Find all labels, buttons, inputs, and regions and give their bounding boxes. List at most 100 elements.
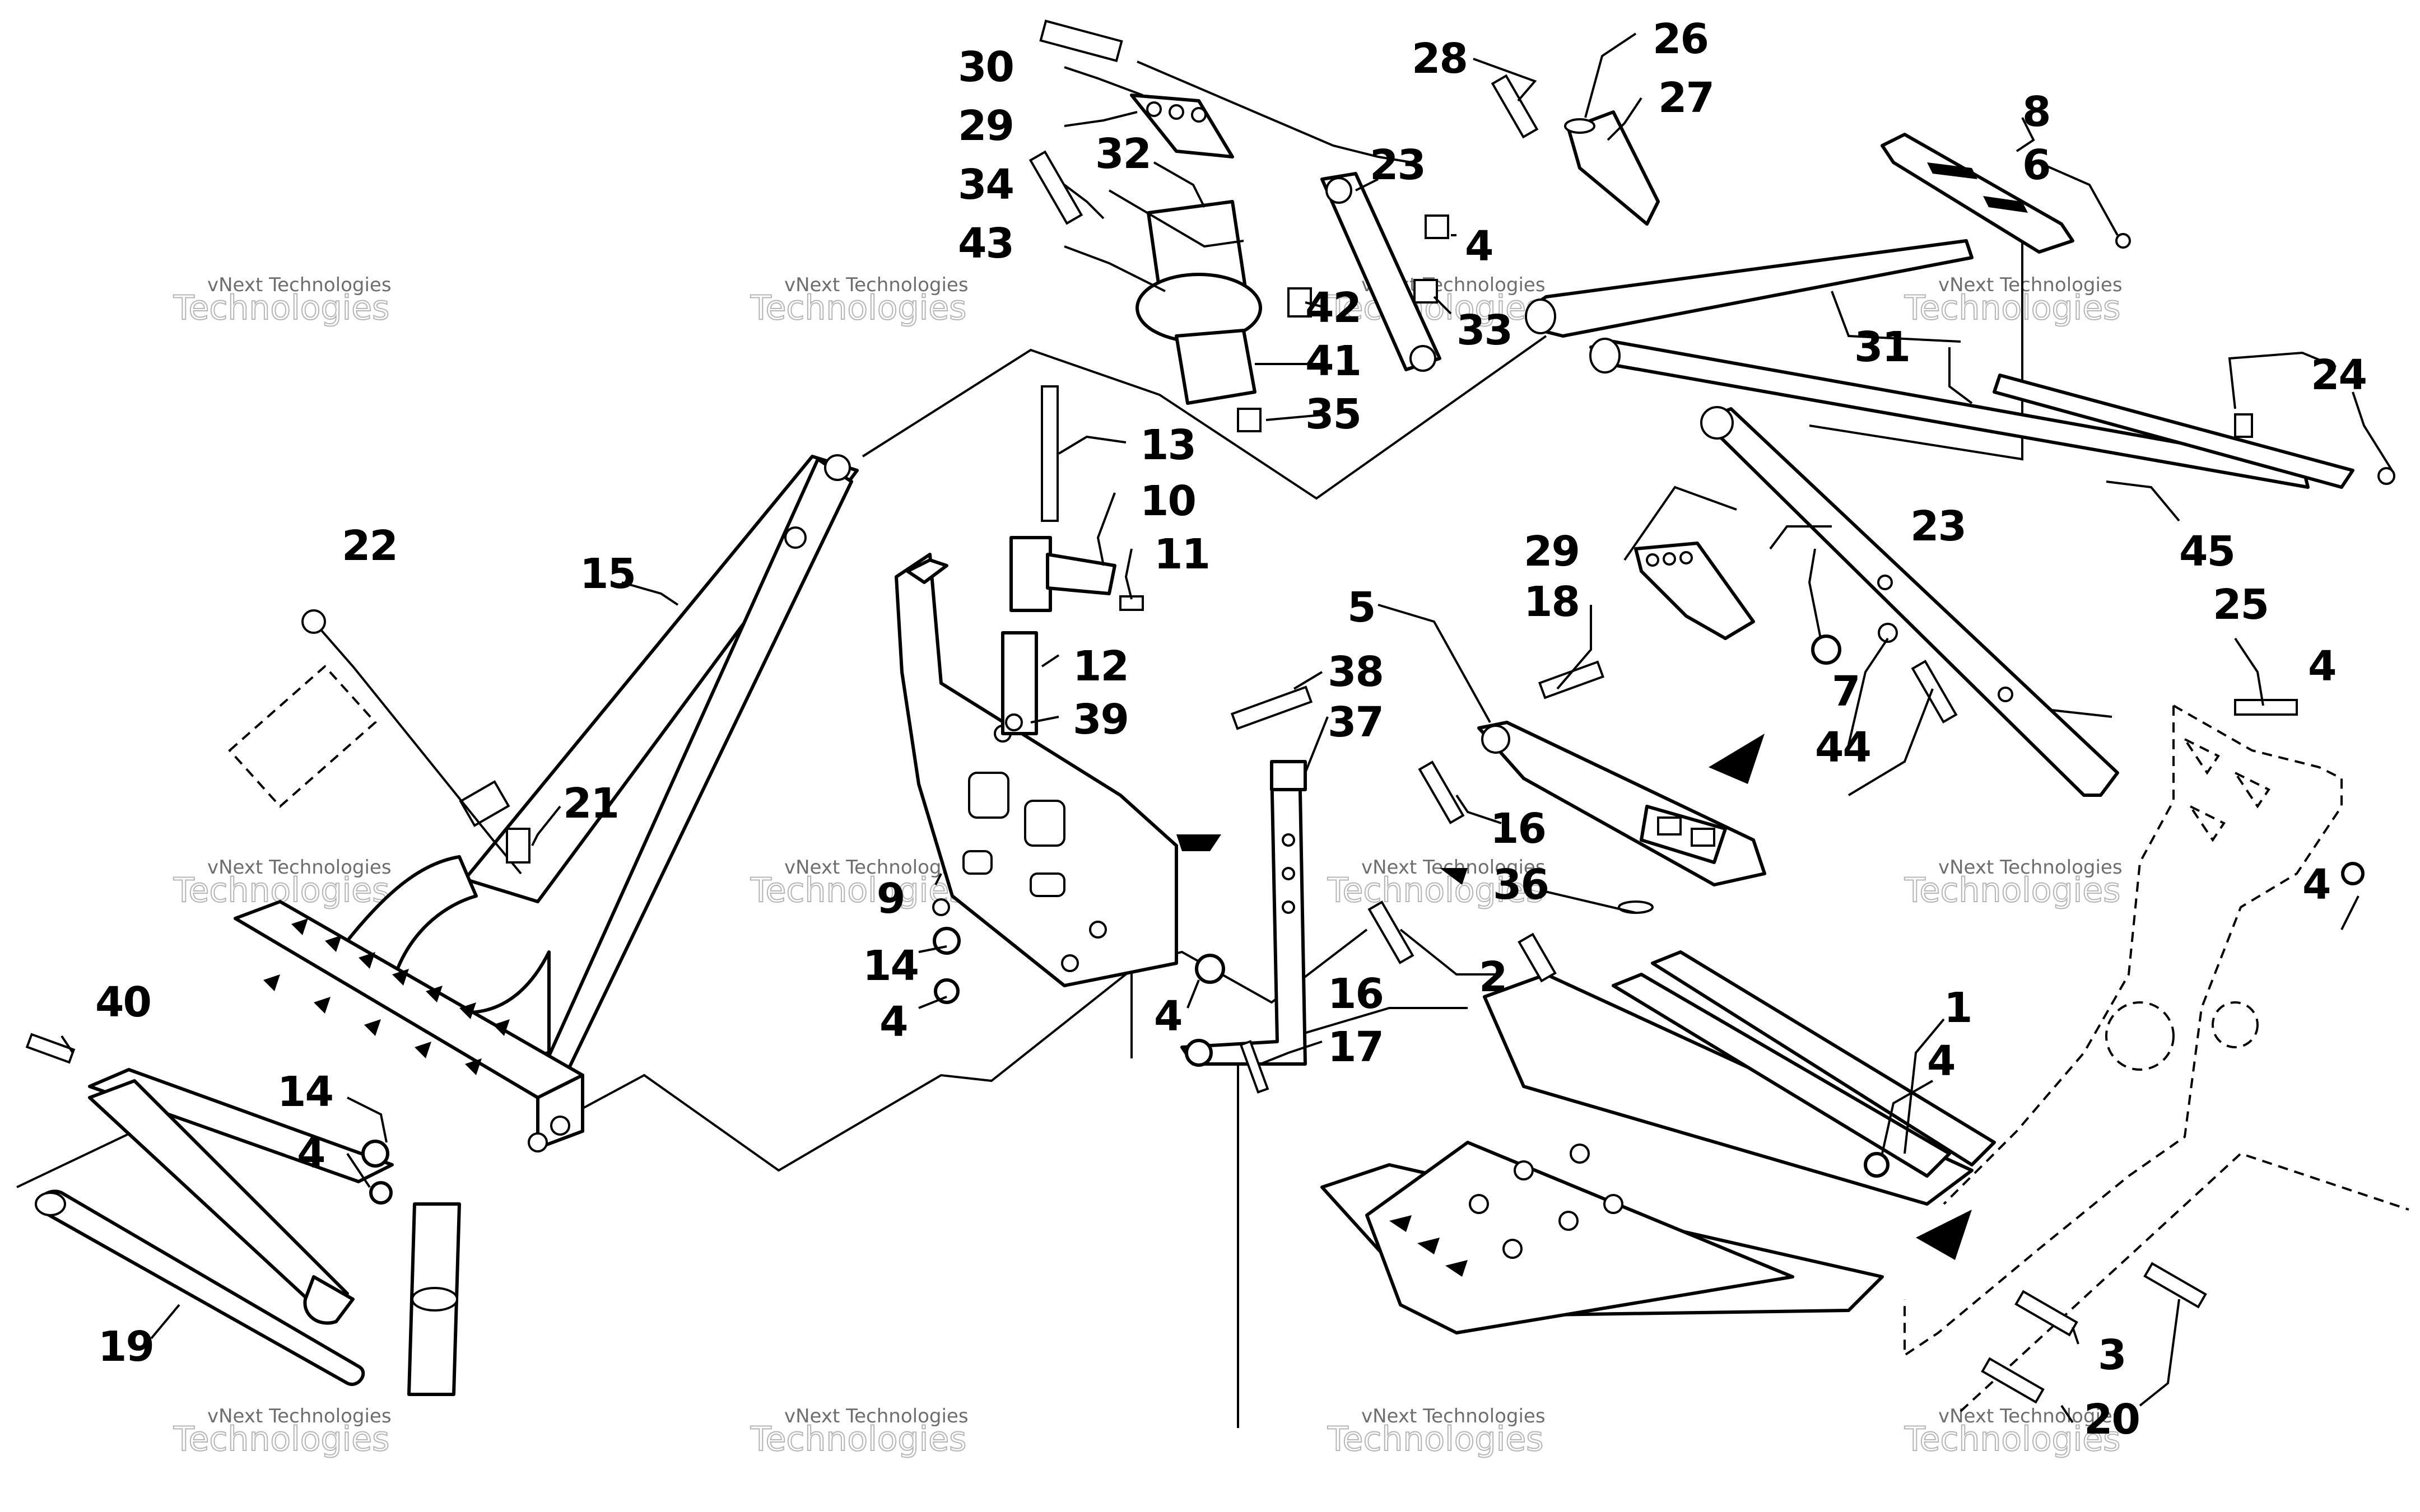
callout-12: 12 <box>1073 642 1128 690</box>
svg-text:vNext Technologies: vNext Technologies <box>784 1405 969 1427</box>
callout-44: 44 <box>1815 724 1870 772</box>
svg-text:vNext Technologies: vNext Technologies <box>1938 1405 2123 1427</box>
callout-14-front: 14 <box>277 1068 333 1116</box>
svg-text:Technologies: Technologies <box>1327 1420 1543 1459</box>
nut-4-center <box>934 978 960 1004</box>
svg-text:vNext Technologies: vNext Technologies <box>1938 274 2123 296</box>
callout-30: 30 <box>958 43 1013 91</box>
callout-41: 41 <box>1305 337 1361 385</box>
callout-38: 38 <box>1328 648 1383 696</box>
nut-7 <box>1811 634 1841 665</box>
bracket-8 <box>1881 133 2131 254</box>
callout-19: 19 <box>98 1323 153 1371</box>
callout-36: 36 <box>1493 861 1548 909</box>
watermark: Technologies vNext Technologies <box>173 1405 392 1459</box>
nut-14-front <box>361 1140 389 1168</box>
chassis-outline <box>1904 699 2409 1412</box>
callout-4-right: 4 <box>2302 861 2330 909</box>
cross-member-cutouts <box>263 918 510 1075</box>
front-fasteners <box>25 927 961 1205</box>
nut-35 <box>1237 408 1262 432</box>
watermark: Technologies vNext Technologies <box>173 274 392 328</box>
svg-text:Technologies: Technologies <box>1904 288 2120 328</box>
callout-17: 17 <box>1328 1023 1383 1071</box>
bolt-3 <box>2014 1290 2078 1337</box>
svg-text:vNext Technologies: vNext Technologies <box>207 856 392 879</box>
watermark: Technologies vNext Technologies <box>750 274 969 328</box>
callout-23-right: 23 <box>1910 502 1966 550</box>
callout-2: 2 <box>1479 953 1507 1001</box>
svg-text:Technologies: Technologies <box>1904 1420 2120 1459</box>
front-cross-member <box>88 900 584 1183</box>
callout-28: 28 <box>1412 35 1467 83</box>
bolt-13 <box>1041 385 1059 522</box>
svg-text:vNext Technologies: vNext Technologies <box>784 274 969 296</box>
callout-22: 22 <box>342 522 397 570</box>
watermark: Technologies vNext Technologies <box>1327 1405 1546 1459</box>
callout-40: 40 <box>95 978 151 1026</box>
nut-4-right <box>2341 862 2365 885</box>
callout-27: 27 <box>1658 74 1714 122</box>
svg-text:vNext Technologies: vNext Technologies <box>1938 856 2123 879</box>
callout-4-center: 4 <box>879 998 908 1046</box>
bushing-4-right <box>2234 413 2253 438</box>
dashed-shield <box>228 609 530 875</box>
bolt-30 <box>1039 20 1123 62</box>
washer-44 <box>1878 623 1898 643</box>
svg-text:vNext Technologies: vNext Technologies <box>207 1405 392 1427</box>
arm-45 <box>1993 374 2354 489</box>
bolt-24-right <box>2377 467 2395 485</box>
svg-text:vNext Technologies: vNext Technologies <box>1361 1405 1546 1427</box>
callout-1: 1 <box>1944 984 1972 1032</box>
callout-18: 18 <box>1524 578 1579 626</box>
watermark: Technologies vNext Technologies <box>1904 1405 2123 1459</box>
arm-23 <box>1701 407 2119 797</box>
svg-text:vNext Technologies: vNext Technologies <box>207 274 392 296</box>
nut-14-center <box>933 927 961 955</box>
watermark: Technologies vNext Technologies <box>750 856 969 911</box>
svg-text:Technologies: Technologies <box>750 871 966 910</box>
bracket-5 <box>1440 660 1766 914</box>
clip-21 <box>506 828 530 864</box>
bolt-20-upper <box>2143 1262 2207 1309</box>
bolt-24 <box>1911 660 1958 724</box>
svg-text:Technologies: Technologies <box>1904 871 2120 910</box>
callout-3: 3 <box>2098 1331 2126 1379</box>
callout-16-lower: 16 <box>1328 970 1383 1018</box>
callout-20: 20 <box>2084 1396 2139 1444</box>
callout-23-top: 23 <box>1370 141 1425 189</box>
callout-24-right: 24 <box>2311 351 2366 399</box>
callout-6: 6 <box>2022 141 2050 189</box>
bolt-stack <box>1001 385 1144 735</box>
callout-7: 7 <box>1832 668 1860 716</box>
svg-text:Technologies: Technologies <box>750 1420 966 1459</box>
watermark: Technologies vNext Technologies <box>750 1405 969 1459</box>
callout-leaders <box>61 32 2393 1424</box>
callout-35: 35 <box>1305 390 1361 438</box>
callout-32: 32 <box>1095 130 1151 178</box>
callout-43: 43 <box>958 220 1013 268</box>
callout-4-skid: 4 <box>1927 1037 1955 1085</box>
bolt-28 <box>1491 74 1539 139</box>
callout-33: 33 <box>1456 306 1512 354</box>
nut-4-front <box>369 1181 393 1205</box>
rail-1-lower <box>1612 973 1951 1178</box>
callout-45: 45 <box>2179 528 2235 576</box>
svg-text:Technologies: Technologies <box>750 288 966 328</box>
callout-37: 37 <box>1328 698 1383 746</box>
assembly-guide-lines <box>16 241 2112 1428</box>
upper-a-arm <box>1525 239 2395 489</box>
callout-29: 29 <box>958 102 1013 150</box>
washer-26 <box>1564 118 1595 134</box>
arm-23-top <box>1320 172 1441 371</box>
callout-4-post: 4 <box>1154 992 1182 1040</box>
bracket-27 <box>1491 74 1660 226</box>
nut-33 <box>1413 279 1438 304</box>
callout-15: 15 <box>580 550 635 598</box>
bulkhead <box>895 553 1221 987</box>
callout-9: 9 <box>877 875 905 923</box>
nut-4-post <box>1195 954 1225 984</box>
callout-26: 26 <box>1653 15 1708 63</box>
watermarks: Technologies vNext Technologies Technolo… <box>173 274 2123 1459</box>
callout-21: 21 <box>563 780 618 828</box>
